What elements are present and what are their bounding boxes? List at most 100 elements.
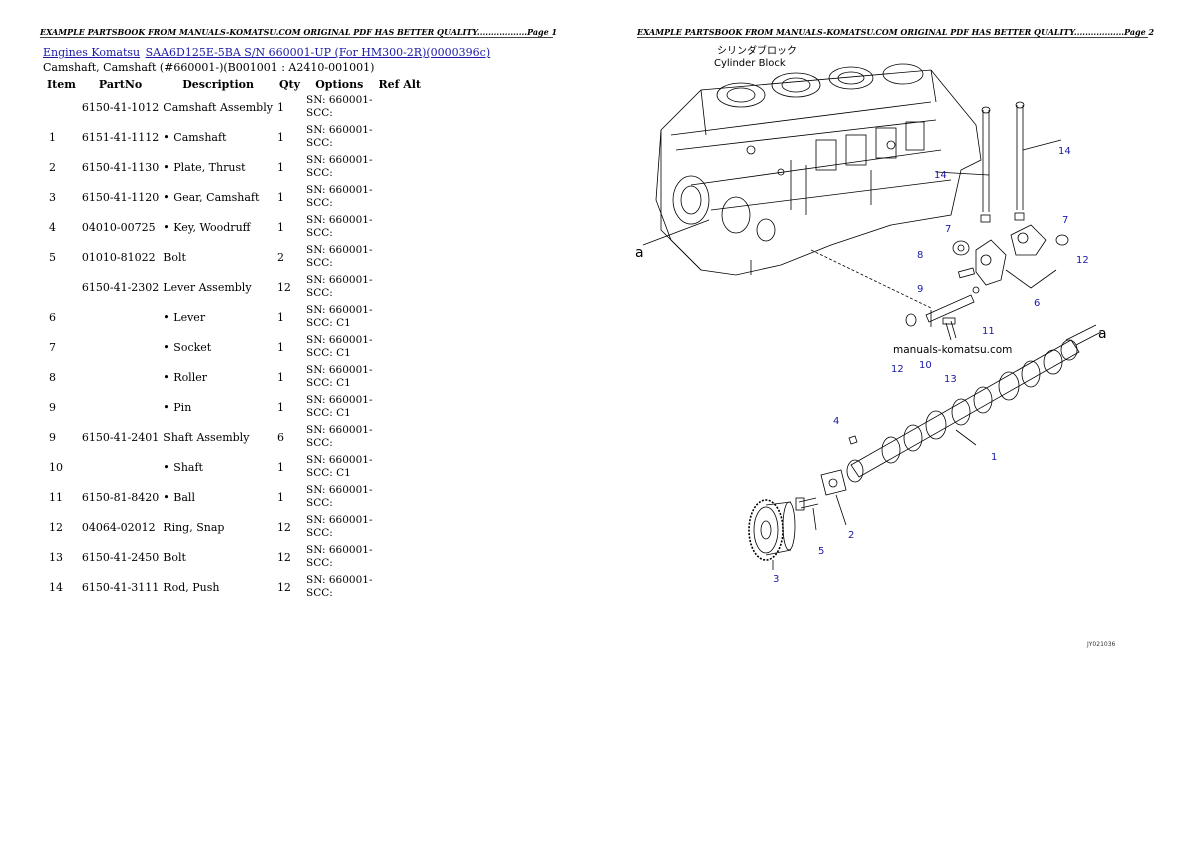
parts-table: Item PartNo Description Qty Options Ref … xyxy=(43,76,425,602)
cell-partno: 6150-41-1012 xyxy=(81,100,160,114)
cell-description: Camshaft Assembly xyxy=(163,100,273,114)
header-rule xyxy=(637,37,1148,38)
cell-qty: 12 xyxy=(276,280,291,294)
callout-14a: 14 xyxy=(934,170,947,181)
cell-ref-alt xyxy=(375,482,426,512)
cell-options: SN: 660001-SCC: xyxy=(304,572,375,602)
options-scc: SCC: C1 xyxy=(306,467,351,479)
options-scc: SCC: C1 xyxy=(306,347,351,359)
cell-options: SN: 660001-SCC: xyxy=(304,542,375,572)
options-serial: SN: 660001- xyxy=(306,514,373,526)
breadcrumb-link-model[interactable]: SAA6D125E-5BA S/N 660001-UP (For HM300-2… xyxy=(145,46,491,59)
callout-a-right: a xyxy=(1098,326,1107,342)
cell-partno: 6150-41-2401 xyxy=(81,430,160,444)
callout-1: 1 xyxy=(991,452,997,463)
cell-qty: 1 xyxy=(276,190,284,204)
cell-options: SN: 660001-SCC: C1 xyxy=(304,302,375,332)
page-2: EXAMPLE PARTSBOOK FROM MANUALS-KOMATSU.C… xyxy=(595,0,1190,842)
callout-13: 13 xyxy=(944,374,957,385)
cell-options: SN: 660001-SCC: xyxy=(304,122,375,152)
cell-item: 2 xyxy=(49,160,56,174)
cell-item: 5 xyxy=(49,250,56,264)
cell-item xyxy=(43,272,80,302)
cell-item: 8 xyxy=(49,370,56,384)
cell-options: SN: 660001-SCC: C1 xyxy=(304,362,375,392)
col-header-ref-alt: Ref Alt xyxy=(378,77,422,91)
callout-3: 3 xyxy=(773,574,779,585)
cell-partno: 6150-41-1130 xyxy=(81,160,160,174)
callout-10: 10 xyxy=(919,360,932,371)
cell-ref-alt xyxy=(375,542,426,572)
cell-partno: 6150-81-8420 xyxy=(81,490,160,504)
options-serial: SN: 660001- xyxy=(306,304,373,316)
options-serial: SN: 660001- xyxy=(306,454,373,466)
cell-item: 1 xyxy=(49,130,56,144)
cylinder-block-drawing xyxy=(655,63,982,276)
cell-options: SN: 660001-SCC: xyxy=(304,242,375,272)
cell-description: Bolt xyxy=(163,250,186,264)
cell-qty: 1 xyxy=(276,370,284,384)
options-serial: SN: 660001- xyxy=(306,574,373,586)
cell-ref-alt xyxy=(375,272,426,302)
cell-partno: 04064-02012 xyxy=(81,520,156,534)
cell-partno: 6150-41-2302 xyxy=(81,280,160,294)
options-scc: SCC: xyxy=(306,137,333,149)
page-header: EXAMPLE PARTSBOOK FROM MANUALS-KOMATSU.C… xyxy=(40,27,558,37)
cell-description: • Gear, Camshaft xyxy=(163,190,260,204)
options-scc: SCC: xyxy=(306,197,333,209)
options-serial: SN: 660001- xyxy=(306,94,373,106)
callout-14b: 14 xyxy=(1058,146,1071,157)
options-serial: SN: 660001- xyxy=(306,394,373,406)
cell-partno xyxy=(80,332,161,362)
watermark-text: manuals-komatsu.com xyxy=(893,344,1012,356)
cell-ref-alt xyxy=(375,92,426,122)
col-header-partno: PartNo xyxy=(98,77,143,91)
options-scc: SCC: xyxy=(306,527,333,539)
diagram-svg: シリンダブロック Cylinder Block manuals-komatsu.… xyxy=(635,44,1116,648)
options-serial: SN: 660001- xyxy=(306,484,373,496)
camshaft-gear-drawing xyxy=(748,499,796,561)
options-serial: SN: 660001- xyxy=(306,184,373,196)
cell-ref-alt xyxy=(375,332,426,362)
cell-item: 6 xyxy=(49,310,56,324)
options-serial: SN: 660001- xyxy=(306,244,373,256)
cell-options: SN: 660001-SCC: xyxy=(304,92,375,122)
cell-ref-alt xyxy=(375,122,426,152)
cell-ref-alt xyxy=(375,362,426,392)
options-serial: SN: 660001- xyxy=(306,274,373,286)
cell-description: • Shaft xyxy=(163,460,203,474)
callout-6: 6 xyxy=(1034,298,1040,309)
label-cylinder-block-jp: シリンダブロック xyxy=(717,44,797,57)
cell-qty: 1 xyxy=(276,340,284,354)
cell-options: SN: 660001-SCC: C1 xyxy=(304,392,375,422)
cell-description: • Lever xyxy=(163,310,206,324)
figure-id: JY021036 xyxy=(1086,641,1116,648)
cell-description: • Ball xyxy=(163,490,195,504)
options-scc: SCC: xyxy=(306,287,333,299)
callout-4: 4 xyxy=(833,416,839,427)
cell-item: 13 xyxy=(49,550,63,564)
cell-qty: 1 xyxy=(276,400,284,414)
cell-partno: 6150-41-3111 xyxy=(81,580,160,594)
options-scc: SCC: xyxy=(306,227,333,239)
col-header-qty: Qty xyxy=(278,77,300,91)
breadcrumb-link-engines[interactable]: Engines Komatsu xyxy=(43,46,141,59)
cell-item: 12 xyxy=(49,520,63,534)
callout-12a: 12 xyxy=(891,364,904,375)
cell-options: SN: 660001-SCC: xyxy=(304,272,375,302)
cell-item: 10 xyxy=(49,460,63,474)
cell-description: • Pin xyxy=(163,400,192,414)
cell-qty: 1 xyxy=(276,490,284,504)
cell-ref-alt xyxy=(375,242,426,272)
cell-description: • Roller xyxy=(163,370,207,384)
cell-description: • Socket xyxy=(163,340,212,354)
callout-7a: 7 xyxy=(945,224,951,235)
